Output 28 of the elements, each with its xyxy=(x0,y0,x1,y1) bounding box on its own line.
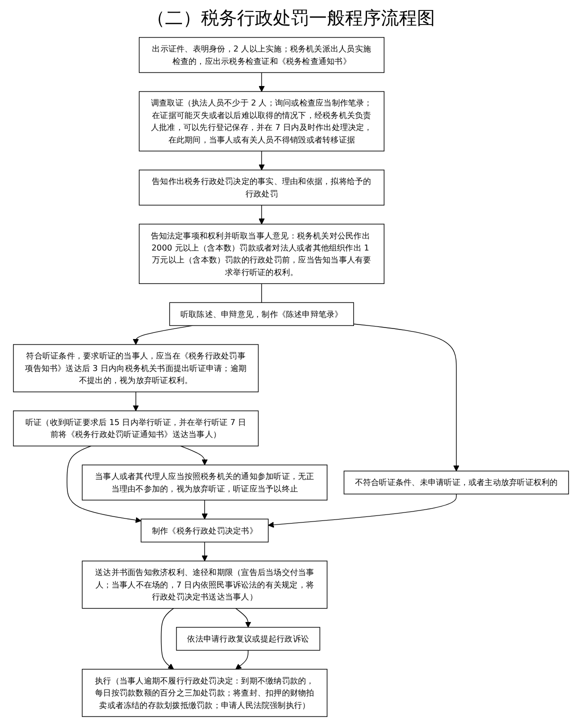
node-box: 执行（当事人逾期不履行行政处罚决定：到期不缴纳罚款的，每日按罚款数额的百分之三加处罚款；将查封、扣押的财物拍卖或者冻结的存款划拨抵缴罚款；申请人民法院强制执行） xyxy=(82,668,328,717)
node-box: 制作《税务行政处罚决定书》 xyxy=(140,518,269,542)
arrow xyxy=(132,392,139,412)
arrow xyxy=(180,446,208,466)
node-box: 符合听证条件，要求听证的当事人，应当在《税务行政处罚事项告知书》送达后 3 日内向税务机关书面提出听证申请；逾期不提出的，视为放弃听证权利。 xyxy=(13,344,259,392)
node-box: 告知作出税务行政处罚决定的事实、理由和依据，拟将给予的行政处罚 xyxy=(138,170,384,206)
arrow xyxy=(258,204,265,224)
arrow xyxy=(258,150,265,170)
node-box: 当事人或者其代理人应当按照税务机关的通知参加听证，无正当理由不参加的，视为放弃听证，听证应当予以终止 xyxy=(82,464,328,500)
arrow xyxy=(160,608,174,670)
diagram-title: （二）税务行政处罚一般程序流程图 xyxy=(146,7,436,30)
arrow xyxy=(353,324,460,472)
node-box: 送达并书面告知救济权利、途径和期限（宣告后当场交付当事人；当事人不在场的，7 日内依照民事诉讼法的有关规定，将行政处罚决定书送达当事人） xyxy=(82,560,328,609)
arrow xyxy=(202,500,208,520)
node-box: 听证（收到听证要求后 15 日内举行听证，并在举行听证 7 日前将《税务行政处罚听证通知书》送达当事人） xyxy=(13,410,259,446)
node-box: 出示证件、表明身份，2 人以上实施；税务机关派出人员实施检查的，应出示税务检查证和《税务检查通知书》 xyxy=(138,37,384,73)
arrow xyxy=(66,446,142,523)
arrow xyxy=(235,650,248,670)
node-box: 告知法定事项和权利并听取当事人意见：税务机关对公民作出 2000 元以上（含本数）罚款或者对法人或者其他组织作出 1 万元以上（含本数）罚款的行政处罚前，应当告知当事人有要求举行听证的权利。 xyxy=(138,224,384,284)
connector xyxy=(261,283,262,303)
node-box: 不符合听证条件、未申请听证，或者主动放弃听证权利的 xyxy=(344,470,569,494)
arrow xyxy=(235,608,252,628)
arrow xyxy=(268,494,457,528)
node-box: 听取陈述、申辩意见，制作《陈述申辩笔录》 xyxy=(169,302,354,326)
arrow xyxy=(202,542,208,562)
arrow xyxy=(258,72,265,92)
node-box: 依法申请行政复议或提起行政诉讼 xyxy=(176,626,320,651)
node-box: 调查取证（执法人员不少于 2 人；询问或检查应当制作笔录；在证据可能灭失或者以后难以取得的情况下，经税务机关负责人批准，可以先行登记保存，并在 7 日内及时作出处理决定，在此期间，当事人或有关人员不得销毁或者转移证据 xyxy=(138,91,384,152)
